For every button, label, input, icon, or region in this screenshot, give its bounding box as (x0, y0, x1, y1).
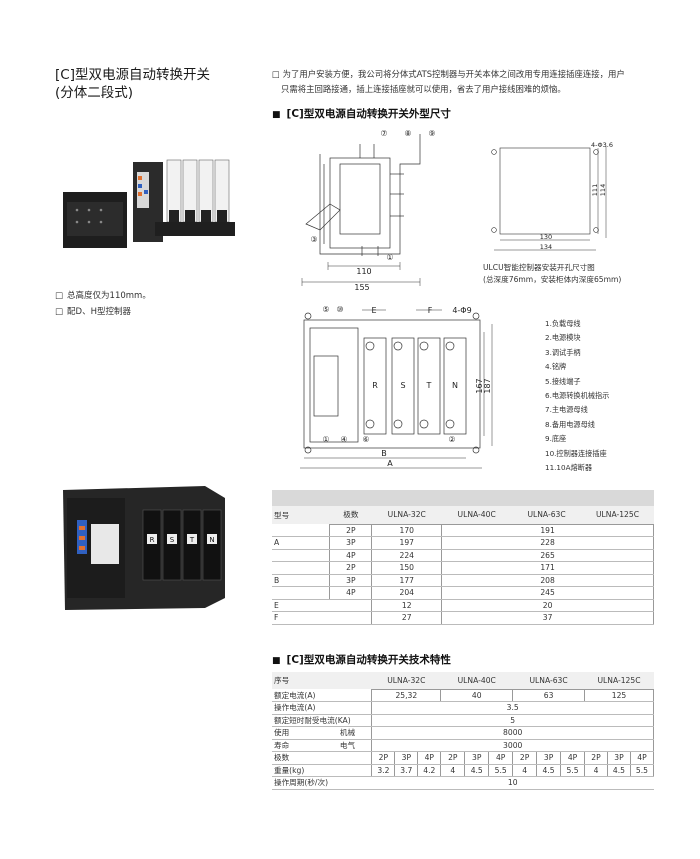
callout-7: ⑦ (380, 129, 387, 138)
intro-text: □ 为了用户安装方便，我公司将分体式ATS控制器与开关本体之间改用专用连接插座连… (272, 67, 662, 97)
cutout-height-114: 114 (599, 184, 607, 196)
dimension-table: 型号 极数 ULNA-32C ULNA-40C ULNA-63C ULNA-12… (272, 490, 654, 625)
front-callout-1: ① (322, 435, 329, 444)
legend-item: 6.电源转换机械指示 (545, 391, 610, 401)
front-hole-spec: 4-Φ9 (452, 306, 471, 315)
panel-cutout-drawing: 4-Φ3.6 130 134 111 114 (491, 141, 613, 251)
pole-label-t: T (426, 381, 432, 390)
cutout-caption-line-2: (总深度76mm，安装柜体内深度65mm) (483, 275, 622, 284)
svg-text:R: R (150, 536, 155, 544)
table-band (272, 490, 654, 506)
svg-text:T: T (189, 536, 195, 544)
front-callout-10: ⑩ (336, 305, 343, 314)
dim-f: F (428, 306, 433, 315)
legend-item: 9.底座 (545, 434, 567, 444)
table-row: 额定电流(A) 25,32 40 63 125 (272, 688, 654, 702)
feature-list: 总高度仅为110mm。 配D、H型控制器 (55, 288, 151, 320)
table-row: 操作电流(A) 3.5 (272, 701, 654, 715)
side-view-drawing: ⑦ ⑧ ⑨ ③ ① 110 155 (301, 129, 436, 292)
dim-height-187: 187 (483, 378, 492, 393)
legend-item: 7.主电源母线 (545, 405, 588, 415)
col-header: ULNA-32C (371, 672, 441, 689)
col-header: 序号 (272, 672, 372, 689)
legend-item: 11.10A熔断器 (545, 463, 593, 473)
pole-label-n: N (452, 381, 458, 390)
section-heading-dimensions: [C]型双电源自动转换开关外型尺寸 (272, 106, 451, 121)
legend-item: 4.铭牌 (545, 362, 567, 372)
product-photo-top (63, 159, 235, 248)
col-header: 型号 (272, 506, 330, 524)
pole-label-s: S (400, 381, 405, 390)
dim-outer-width: 155 (354, 283, 369, 292)
col-header: ULNA-63C (512, 672, 585, 689)
dim-height-167: 167 (475, 378, 484, 393)
callout-1: ① (386, 253, 393, 262)
col-header: ULNA-40C (441, 506, 512, 524)
dim-inner-width: 110 (356, 267, 371, 276)
cutout-width-130: 130 (540, 233, 552, 241)
legend-item: 2.电源模块 (545, 333, 581, 343)
cutout-width-134: 134 (540, 243, 552, 251)
cutout-caption-line-1: ULCU智能控制器安装开孔尺寸图 (483, 263, 595, 272)
table-row: 重量(kg) 3.2 3.7 4.2 4 4.5 5.5 4 4.5 5.5 4… (272, 763, 655, 777)
front-callout-5: ⑤ (322, 305, 329, 314)
callout-9: ⑨ (428, 129, 435, 138)
svg-text:N: N (209, 536, 214, 544)
table-row: 极数 2P 3P 4P 2P 3P 4P 2P 3P 4P 2P 3P 4P (272, 751, 655, 765)
col-header: ULNA-40C (440, 672, 513, 689)
table-row: 额定短时耐受电流(KA) 5 (272, 713, 654, 727)
front-callout-4: ④ (340, 435, 347, 444)
dim-a: A (387, 459, 393, 468)
pole-label-r: R (372, 381, 378, 390)
front-callout-2: ② (448, 435, 455, 444)
dim-b: B (381, 449, 387, 458)
legend-item: 8.备用电源母线 (545, 419, 595, 429)
feature-item: 配D、H型控制器 (55, 304, 151, 320)
cutout-height-111: 111 (591, 184, 599, 196)
table-row: 使用 机械 8000 (272, 726, 654, 740)
section-heading-specs: [C]型双电源自动转换开关技术特性 (272, 652, 451, 667)
callout-3: ③ (310, 235, 317, 244)
legend-item: 1.负载母线 (545, 319, 581, 328)
dim-e: E (371, 306, 376, 315)
title-line-1: [C]型双电源自动转换开关 (55, 67, 210, 83)
cutout-hole-spec: 4-Φ3.6 (591, 141, 613, 149)
intro-line-1: □ 为了用户安装方便，我公司将分体式ATS控制器与开关本体之间改用专用连接插座连… (272, 69, 625, 79)
feature-item: 总高度仅为110mm。 (55, 288, 151, 304)
col-header: ULNA-63C (511, 506, 582, 524)
legend-item: 10.控制器连接插座 (545, 448, 607, 458)
legend-item: 5.接线端子 (545, 376, 581, 386)
page-title: [C]型双电源自动转换开关 (分体二段式) (55, 66, 210, 102)
cutout-caption: ULCU智能控制器安装开孔尺寸图 (总深度76mm，安装柜体内深度65mm) (483, 262, 621, 286)
col-header: ULNA-32C (371, 506, 442, 524)
front-callout-6: ⑥ (362, 435, 369, 444)
intro-line-2: 只需将主回路接通，插上连接插座就可以使用，省去了用户接线困难的烦恼。 (281, 84, 566, 94)
specs-table: 序号 ULNA-32C ULNA-40C ULNA-63C ULNA-125C … (272, 672, 655, 790)
col-header: ULNA-125C (581, 506, 654, 524)
parts-legend: 1.负载母线 2.电源模块 3.调试手柄 4.铭牌 5.接线端子 6.电源转换机… (545, 317, 609, 475)
svg-text:S: S (170, 536, 175, 544)
title-line-2: (分体二段式) (55, 85, 134, 101)
col-header: 极数 (329, 506, 372, 524)
legend-item: 3.调试手柄 (545, 347, 581, 357)
table-row: 寿命 电气 3000 (272, 738, 654, 752)
col-header: ULNA-125C (584, 672, 654, 689)
table-row: 操作周期(秒/次) 10 (272, 776, 654, 790)
front-view-drawing: ⑤ ⑩ ① ④ ⑥ ② E F 4-Φ9 B A 167 187 R S T N (300, 305, 493, 469)
callout-8: ⑧ (404, 129, 411, 138)
